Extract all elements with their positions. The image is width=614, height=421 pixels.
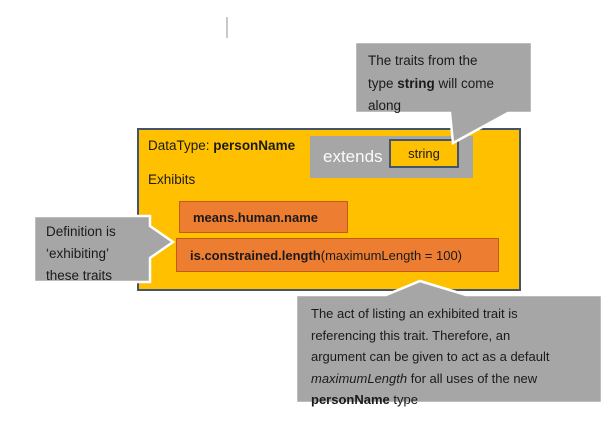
callout-bottom-line5: personName type (311, 389, 594, 411)
callout-top-line2-post: will come (434, 75, 495, 91)
callout-bottom-line5-bold: personName (311, 392, 390, 407)
string-type-label: string (408, 146, 440, 161)
callout-bottom-text: The act of listing an exhibited trait is… (296, 295, 602, 411)
callout-top-line2: type string will come (368, 73, 532, 96)
datatype-title-name: personName (213, 138, 296, 153)
callout-top-line1: The traits from the (368, 53, 478, 68)
trait-is-constrained-length: is.constrained.length (maximumLength = 1… (176, 238, 499, 272)
callout-left-text: Definition is ‘exhibiting’ these traits (34, 216, 150, 287)
trait-means-human-name: means.human.name (179, 201, 348, 233)
callout-bottom-line1: The act of listing an exhibited trait is (311, 306, 518, 321)
callout-top-line2-bold: string (397, 75, 435, 91)
callout-left-line1: Definition is (46, 224, 116, 239)
callout-bottom-line3: argument can be given to act as a defaul… (311, 349, 550, 364)
callout-bottom-line5-rest: type (389, 392, 418, 407)
trait-is-constrained-length-label: is.constrained.length (190, 247, 321, 263)
callout-top-line3: along (368, 98, 402, 113)
callout-left-line2: ‘exhibiting’ (46, 246, 110, 261)
exhibits-label: Exhibits (148, 172, 196, 187)
datatype-title-prefix: DataType: (148, 138, 214, 153)
datatype-title: DataType: personName (148, 138, 295, 153)
callout-bottom-line4-rest: for all uses of the new (407, 370, 538, 386)
string-type-box: string (389, 139, 459, 168)
callout-top-text: The traits from the type string will com… (355, 42, 532, 118)
extends-label: extends (323, 147, 383, 166)
text-cursor-artifact (226, 17, 228, 38)
callout-left-line3: these traits (46, 268, 113, 283)
callout-bottom-line4: maximumLength for all uses of the new (311, 368, 594, 390)
trait-is-constrained-length-args: (maximumLength = 100) (320, 247, 463, 263)
callout-bottom-line2: referencing this trait. Therefore, an (311, 327, 511, 343)
trait-means-human-name-label: means.human.name (193, 209, 318, 225)
callout-top-line2-pre: type (368, 75, 398, 91)
callout-bottom-line4-italic: maximumLength (311, 370, 408, 386)
